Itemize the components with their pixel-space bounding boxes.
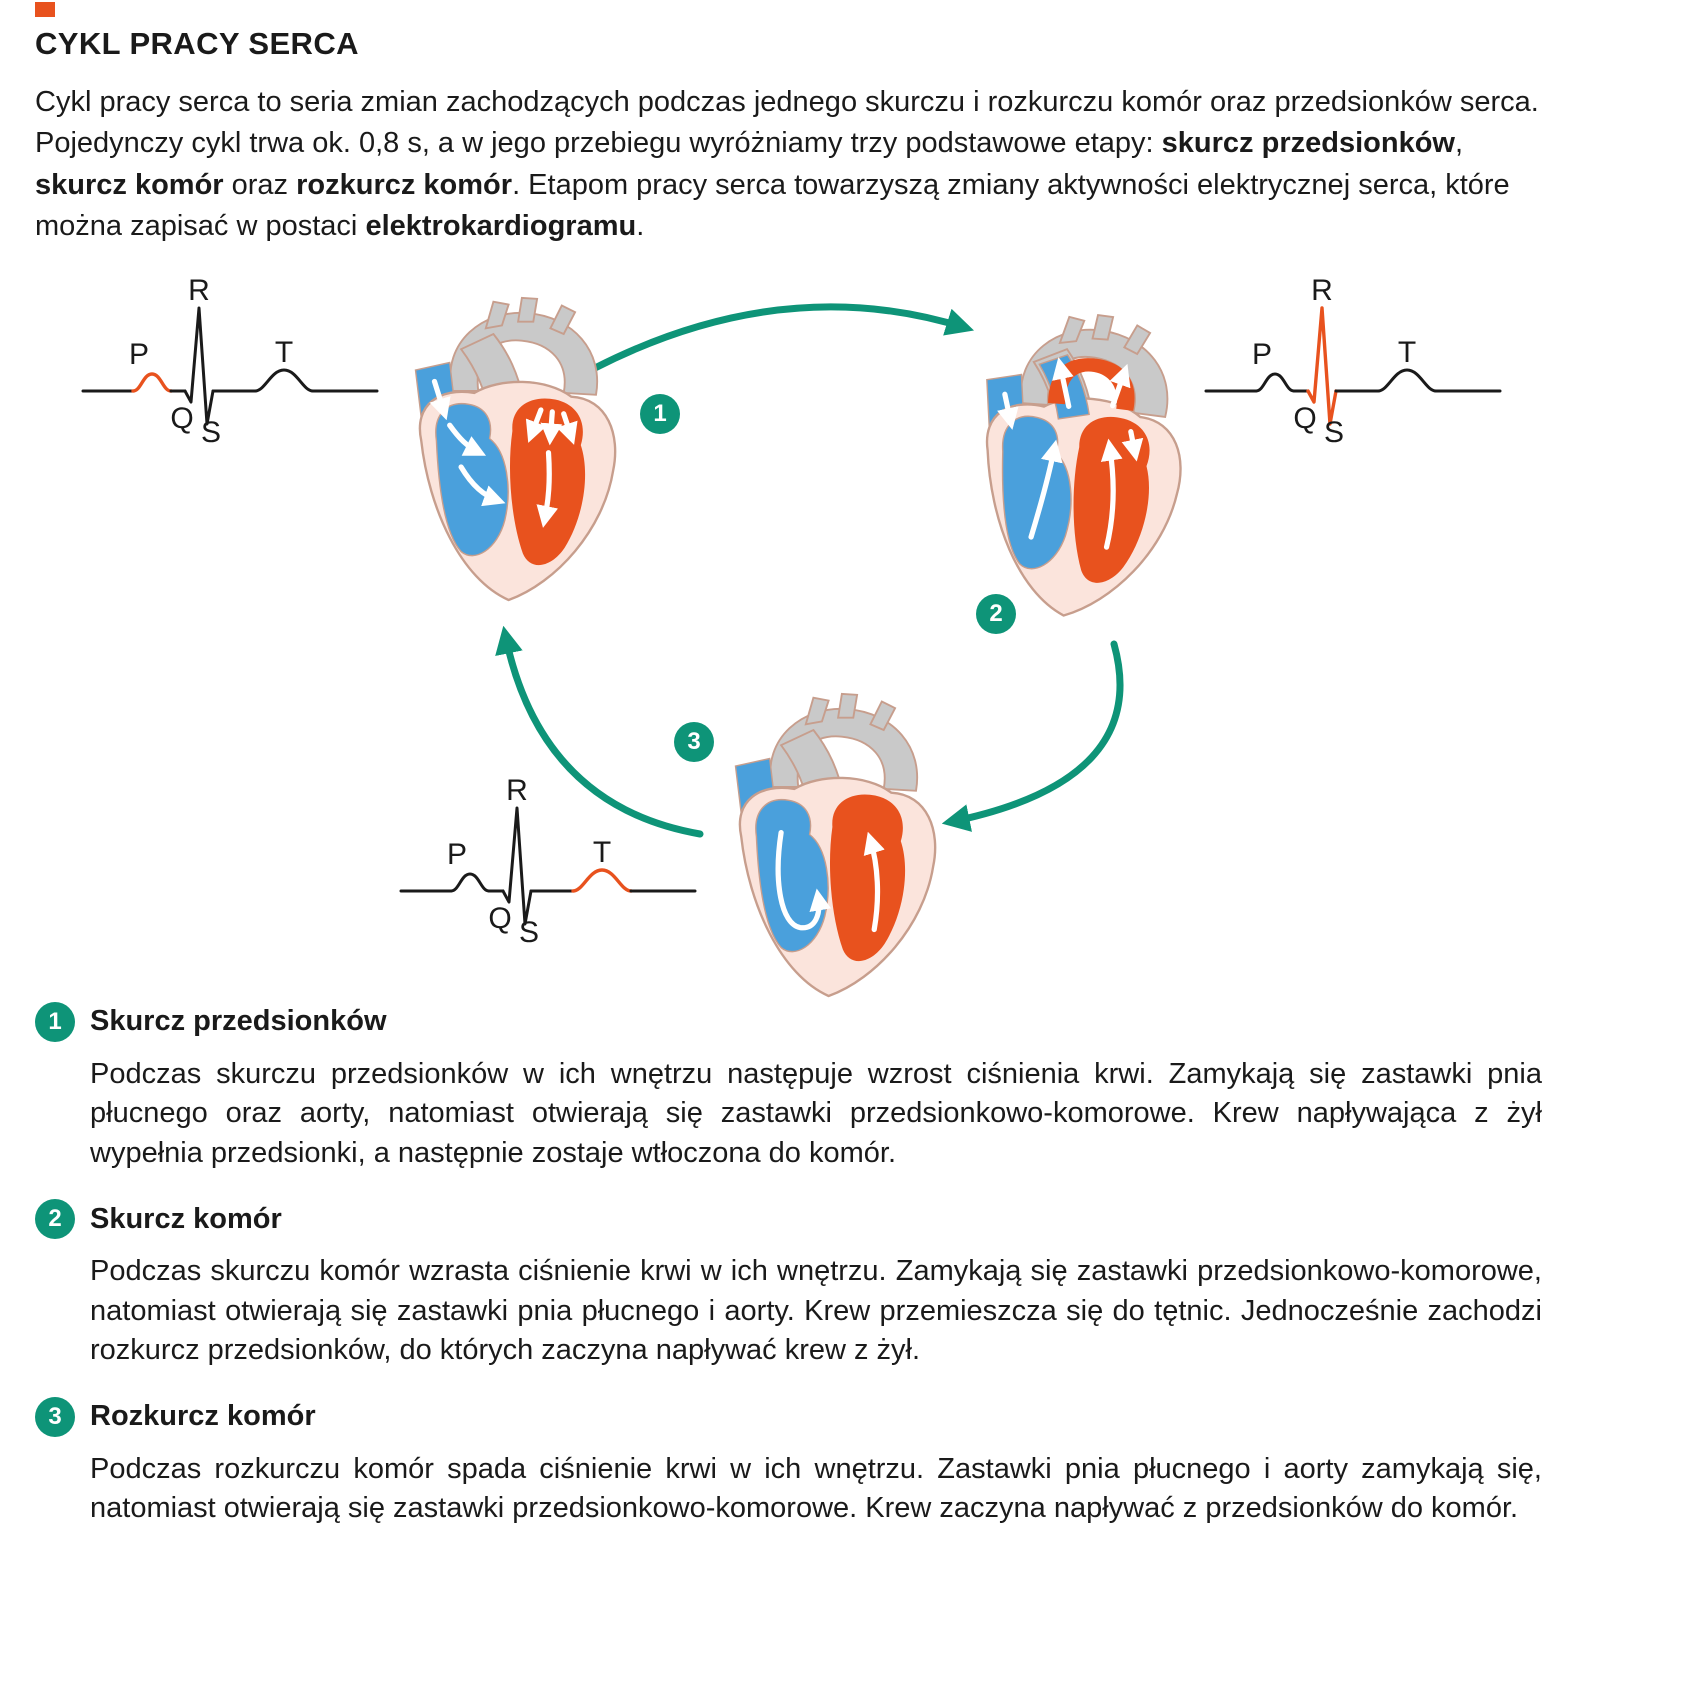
cycle-arrow-2-to-3 (941, 640, 1124, 832)
ecg-label-s: S (1324, 416, 1344, 449)
page: CYKL PRACY SERCA Cykl pracy serca to ser… (0, 26, 1701, 1529)
intro-text: oraz (223, 168, 297, 201)
ecg-label-p: P (129, 338, 149, 371)
ecg-label-p: P (447, 838, 467, 871)
intro-text: , (1454, 127, 1464, 160)
ecg-label-r: R (1311, 278, 1333, 307)
page-corner-marker (35, 2, 55, 17)
intro-text: . Etapom pracy serca towarzyszą zmiany a… (35, 168, 1510, 243)
blood-flow-arrows (775, 829, 885, 932)
section-badge-1: 1 (35, 1001, 75, 1042)
section-ventricular-contraction: 2 Skurcz komór Podczas skurczu komór wzr… (35, 1199, 1665, 1370)
heart-illustration-ventricular-diastole (734, 692, 937, 998)
step-number: 2 (989, 599, 1003, 627)
heart-illustration-atrial-systole (414, 296, 617, 602)
ecg-label-s: S (201, 416, 221, 449)
section-atrial-contraction: 1 Skurcz przedsionków Podczas skurczu pr… (35, 1001, 1665, 1173)
intro-bold-term: skurcz komór (35, 168, 224, 201)
section-body: Podczas skurczu komór wzrasta ciśnienie … (90, 1255, 1542, 1367)
intro-bold-term: elektrokardiogramu (365, 210, 637, 243)
intro-paragraph: Cykl pracy serca to seria zmian zachodzą… (35, 82, 1543, 248)
intro-bold-term: rozkurcz komór (296, 168, 513, 201)
ecg-label-r: R (188, 278, 210, 307)
step-badge-2: 2 (976, 593, 1016, 634)
phase-descriptions: 1 Skurcz przedsionków Podczas skurczu pr… (35, 1001, 1665, 1529)
ecg-trace-1: R P T Q S (81, 278, 379, 449)
ecg-label-s: S (519, 916, 539, 949)
step-badge-3: 3 (674, 721, 714, 762)
section-number: 3 (48, 1402, 62, 1430)
section-number: 1 (48, 1007, 62, 1035)
ecg-label-q: Q (1293, 402, 1316, 435)
section-body: Podczas skurczu przedsionków w ich wnętr… (90, 1057, 1542, 1169)
ecg-label-t: T (275, 336, 293, 369)
intro-text: . (636, 210, 645, 243)
step-number: 3 (687, 727, 701, 755)
blood-flow-arrows (429, 378, 578, 528)
ecg-label-q: Q (488, 902, 511, 935)
page-title: CYKL PRACY SERCA (35, 26, 359, 61)
section-number: 2 (48, 1205, 62, 1233)
ecg-label-t: T (1398, 336, 1416, 369)
section-badge-3: 3 (35, 1396, 75, 1437)
ecg-label-p: P (1252, 338, 1272, 371)
cardiac-cycle-diagram: R P T Q S R P T Q S (0, 266, 1701, 998)
section-body: Podczas rozkurczu komór spada ciśnienie … (90, 1452, 1542, 1524)
ecg-label-t: T (593, 836, 611, 869)
section-title: Skurcz komór (90, 1202, 282, 1235)
section-title: Rozkurcz komór (90, 1400, 316, 1432)
section-title: Skurcz przedsionków (90, 1005, 387, 1038)
section-ventricular-relaxation: 3 Rozkurcz komór Podczas rozkurczu komór… (35, 1396, 1665, 1529)
intro-bold-term: skurcz przedsionków (1161, 127, 1455, 160)
section-badge-2: 2 (35, 1199, 75, 1240)
ecg-trace-3: R P T Q S (399, 778, 697, 949)
ecg-trace-2: R P T Q S (1204, 278, 1502, 449)
blood-flow-arrows (997, 357, 1144, 550)
heart-illustration-ventricular-systole (969, 306, 1193, 625)
ecg-label-r: R (506, 778, 528, 807)
step-badge-1: 1 (640, 393, 680, 434)
ecg-label-q: Q (170, 402, 193, 435)
step-number: 1 (653, 399, 667, 427)
intro-text: Cykl pracy serca to seria zmian zachodzą… (35, 86, 1539, 160)
